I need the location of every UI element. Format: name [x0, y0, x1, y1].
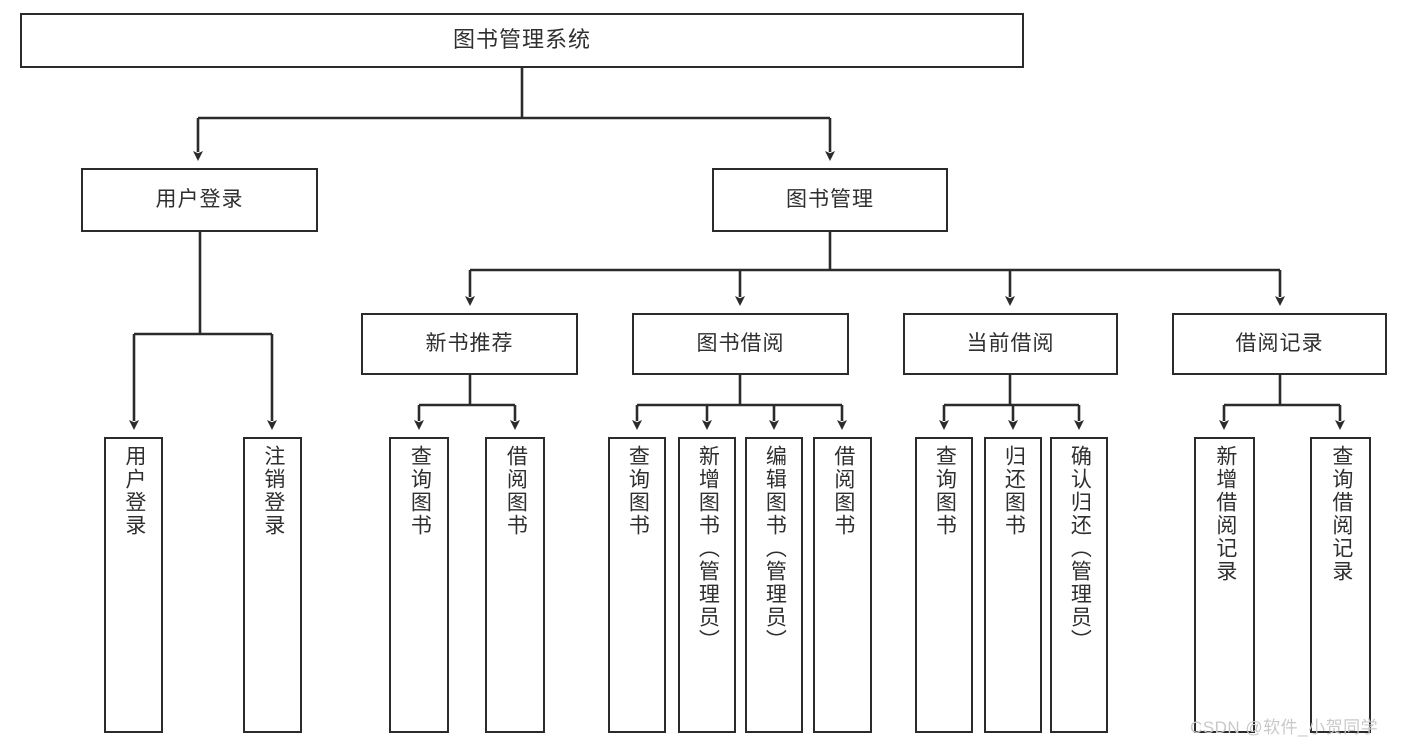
node-leaf-return-book-label: 归还图书 — [1002, 445, 1026, 537]
node-leaf-add-book-admin-label: 新增图书（管理员） — [696, 445, 720, 652]
node-borrow-record-label: 借阅记录 — [1235, 332, 1324, 356]
node-leaf-logout[interactable]: 注销登录 — [243, 437, 302, 733]
node-new-book-recommend-label: 新书推荐 — [425, 332, 514, 356]
node-leaf-user-login-label: 用户登录 — [122, 445, 146, 537]
node-borrow-record[interactable]: 借阅记录 — [1172, 313, 1387, 375]
node-leaf-confirm-return-admin-label: 确认归还（管理员） — [1068, 445, 1092, 652]
node-new-book-recommend[interactable]: 新书推荐 — [361, 313, 578, 375]
node-leaf-edit-book-admin-label: 编辑图书（管理员） — [763, 445, 787, 652]
node-leaf-query-book-borrow-label: 查询图书 — [626, 445, 650, 537]
node-leaf-borrow-book-recommend-label: 借阅图书 — [504, 445, 528, 537]
node-leaf-user-login[interactable]: 用户登录 — [104, 437, 163, 733]
node-leaf-query-book-borrow[interactable]: 查询图书 — [608, 437, 666, 733]
node-root[interactable]: 图书管理系统 — [20, 13, 1024, 68]
node-leaf-add-book-admin[interactable]: 新增图书（管理员） — [678, 437, 736, 733]
node-leaf-add-borrow-record-label: 新增借阅记录 — [1213, 445, 1237, 583]
node-user-login[interactable]: 用户登录 — [81, 168, 318, 232]
node-book-manage[interactable]: 图书管理 — [712, 168, 948, 232]
node-leaf-query-book-recommend[interactable]: 查询图书 — [389, 437, 449, 733]
node-leaf-edit-book-admin[interactable]: 编辑图书（管理员） — [745, 437, 803, 733]
node-leaf-add-borrow-record[interactable]: 新增借阅记录 — [1194, 437, 1255, 733]
node-book-borrow[interactable]: 图书借阅 — [632, 313, 849, 375]
node-leaf-borrow-book-label: 借阅图书 — [831, 445, 855, 537]
node-book-borrow-label: 图书借阅 — [696, 332, 785, 356]
node-leaf-return-book[interactable]: 归还图书 — [984, 437, 1042, 733]
node-user-login-label: 用户登录 — [155, 188, 244, 212]
node-current-borrow[interactable]: 当前借阅 — [903, 313, 1118, 375]
node-leaf-borrow-book[interactable]: 借阅图书 — [813, 437, 872, 733]
node-leaf-borrow-book-recommend[interactable]: 借阅图书 — [485, 437, 545, 733]
node-leaf-confirm-return-admin[interactable]: 确认归还（管理员） — [1050, 437, 1108, 733]
node-leaf-query-borrow-record[interactable]: 查询借阅记录 — [1310, 437, 1371, 733]
node-leaf-logout-label: 注销登录 — [261, 445, 285, 537]
node-leaf-query-book-current-label: 查询图书 — [933, 445, 957, 537]
node-leaf-query-book-recommend-label: 查询图书 — [408, 445, 432, 537]
node-current-borrow-label: 当前借阅 — [966, 332, 1055, 356]
node-leaf-query-borrow-record-label: 查询借阅记录 — [1329, 445, 1353, 583]
node-root-label: 图书管理系统 — [452, 27, 591, 53]
watermark-text: CSDN @软件_小贺同学 — [1190, 718, 1379, 737]
node-leaf-query-book-current[interactable]: 查询图书 — [915, 437, 973, 733]
node-book-manage-label: 图书管理 — [786, 188, 874, 212]
